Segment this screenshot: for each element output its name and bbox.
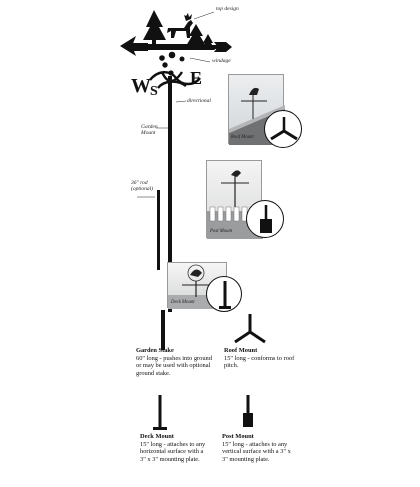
label-rod: 36" rod (optional) [131, 180, 153, 192]
roof-mount-body: 15" long - conforms to roof pitch. [224, 354, 295, 370]
windage-ball [159, 55, 165, 61]
post-mount-caption: Post Mount 15" long - attaches to any ve… [222, 433, 294, 463]
post-mount-photo-caption: Post Mount [210, 229, 233, 234]
roof-mount-detail-circle [264, 110, 302, 148]
label-garden-mount: Garden Mount [141, 124, 158, 136]
deck-mount-detail-circle [206, 276, 242, 312]
deck-mount-body: 15" long - attaches to any horizontal su… [140, 440, 206, 463]
direction-letter-w: W [131, 75, 151, 97]
label-windage: windage [212, 58, 231, 64]
roof-mount-icon [234, 314, 266, 344]
windage-ball [179, 56, 185, 62]
post-mount-body: 15" long - attaches to any vertical surf… [222, 440, 291, 463]
deck-mount-caption: Deck Mount 15" long - attaches to any ho… [140, 433, 210, 463]
direction-letter-e: E [190, 68, 203, 88]
top-design-silhouette [143, 10, 215, 50]
post-mount-title: Post Mount [222, 433, 254, 440]
optional-rod [157, 190, 160, 270]
mounting-pole [168, 76, 172, 312]
post-mount-icon [243, 395, 253, 427]
deck-mount-photo-caption: Deck Mount [171, 300, 195, 305]
garden-stake-title: Garden Stake [136, 347, 174, 354]
post-mount-detail-circle [246, 200, 284, 238]
roof-mount-caption: Roof Mount 15" long - conforms to roof p… [224, 347, 298, 370]
windage-ball [162, 62, 168, 68]
roof-mount-photo-caption: Roof Mount [231, 135, 254, 140]
windage-ball [168, 51, 176, 59]
direction-letter-s: S [150, 84, 158, 99]
garden-stake-icon [161, 310, 165, 350]
roof-mount-title: Roof Mount [224, 347, 258, 354]
label-directional: directional [187, 98, 211, 104]
deck-mount-title: Deck Mount [140, 433, 174, 440]
arrow [120, 36, 232, 56]
deck-mount-icon [153, 395, 167, 430]
garden-stake-body: 60" long - pushes into ground or may be … [136, 354, 212, 377]
garden-stake-caption: Garden Stake 60" long - pushes into grou… [136, 347, 214, 377]
label-top-design: top design [216, 6, 239, 12]
